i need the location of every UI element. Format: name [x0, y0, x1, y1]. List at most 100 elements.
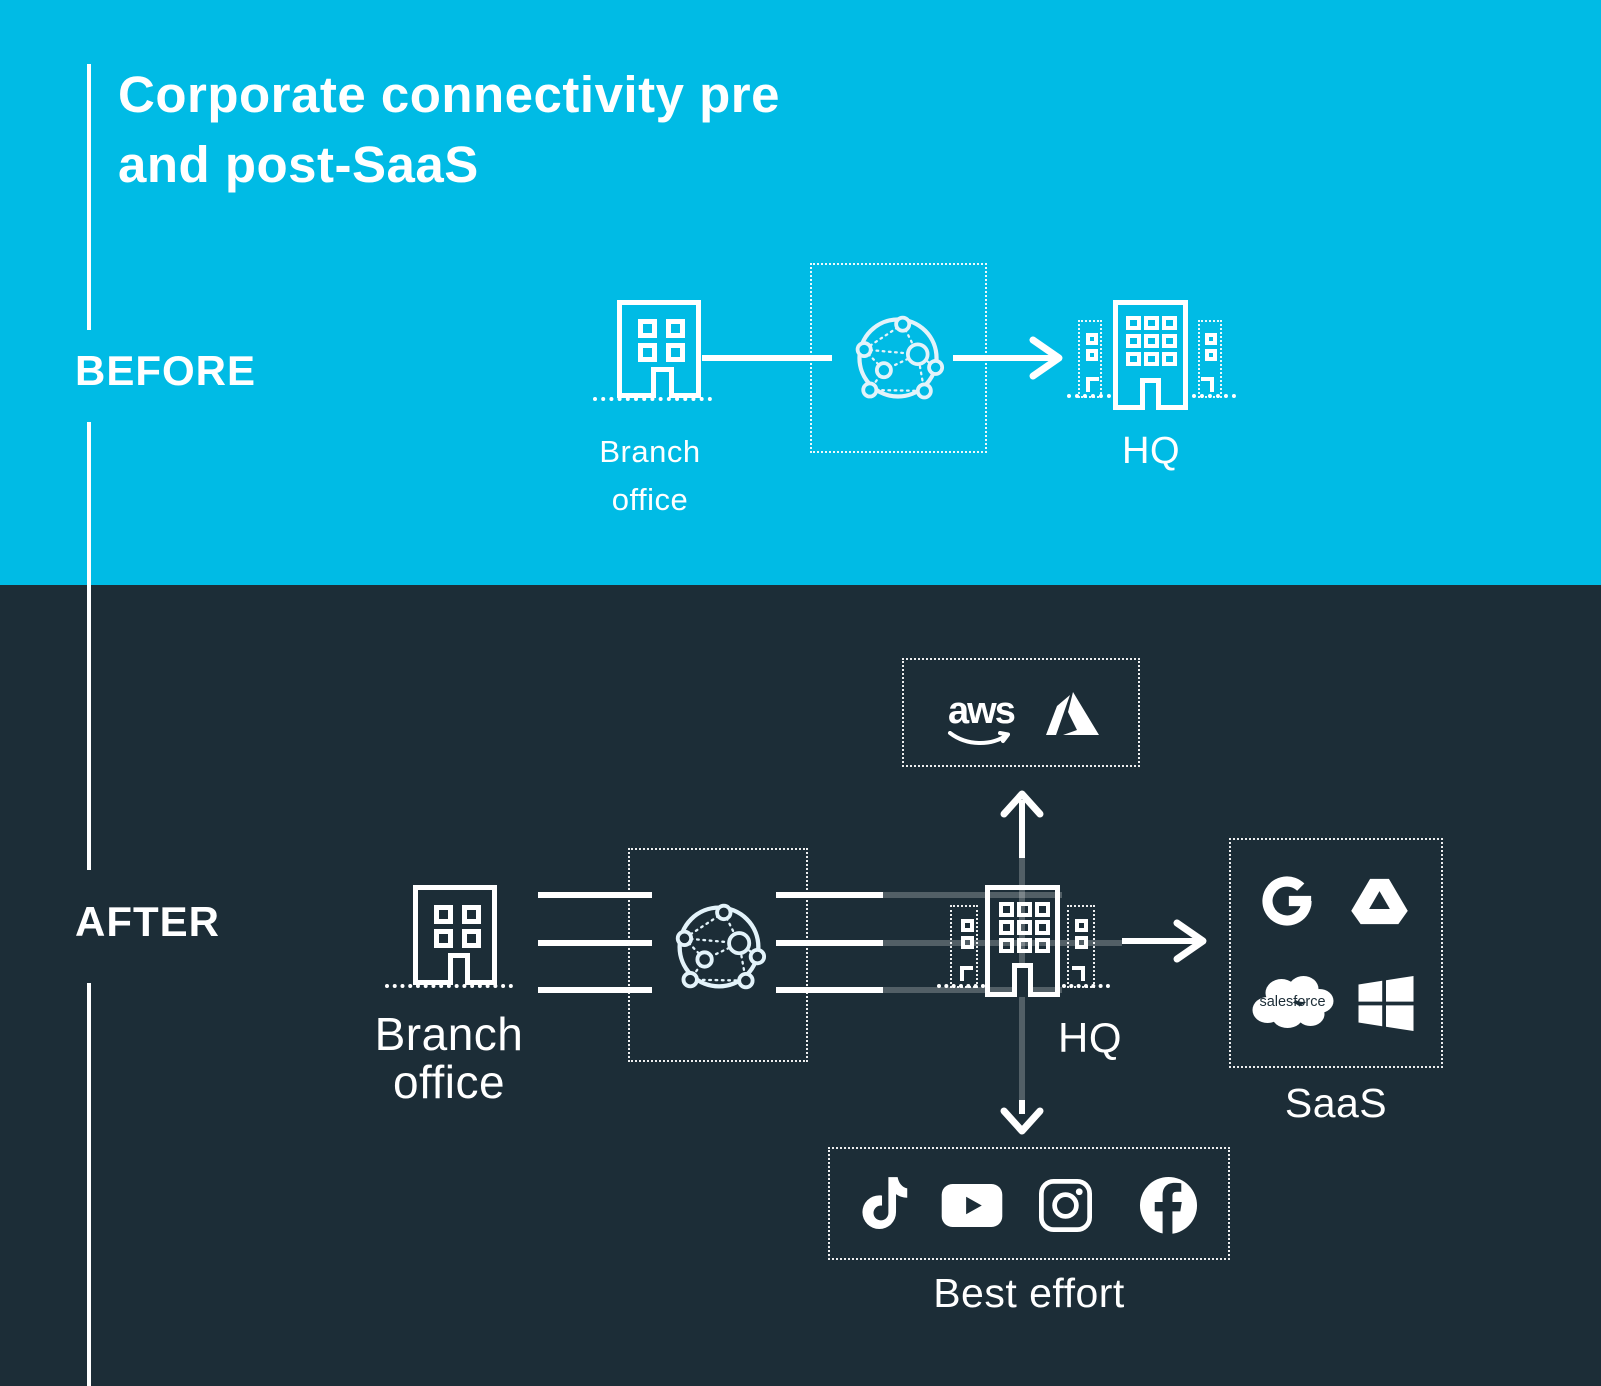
best-effort-label: Best effort: [933, 1270, 1125, 1316]
hq-right-wing: [1198, 320, 1222, 398]
dim-line: [883, 987, 1062, 993]
youtube-icon: [941, 1184, 1003, 1227]
salesforce-icon: salesforce: [1249, 972, 1336, 1030]
arrow-down-icon: [1000, 1107, 1044, 1135]
window: [1086, 349, 1098, 361]
window: [999, 938, 1014, 953]
ground-dots: [1192, 394, 1236, 398]
window: [462, 905, 481, 924]
window: [1126, 316, 1141, 330]
left-rule-segment-2: [87, 422, 91, 870]
window: [999, 902, 1014, 917]
window: [1126, 352, 1141, 366]
door: [448, 953, 470, 985]
window: [1035, 902, 1050, 917]
before-hq-icon: [1113, 300, 1188, 410]
window: [1017, 938, 1032, 953]
saas-label: SaaS: [1284, 1080, 1388, 1126]
ground-dots: [1062, 984, 1110, 988]
ground-dots: [385, 984, 513, 988]
window: [999, 920, 1014, 935]
before-label: BEFORE: [75, 347, 257, 394]
window: [1205, 333, 1217, 345]
connection-line: [702, 355, 832, 361]
window: [961, 936, 974, 949]
hq-left-wing: [950, 905, 978, 988]
connection-line: [538, 940, 652, 946]
corner-mark: [1201, 377, 1214, 392]
connection-line: [776, 987, 883, 993]
google-drive-icon: [1351, 877, 1408, 926]
window: [1144, 316, 1159, 330]
after-hq-label: HQ: [1058, 1014, 1122, 1061]
door: [1012, 963, 1033, 997]
aws-smile-icon: [948, 731, 1010, 745]
window: [434, 929, 453, 948]
left-rule-segment-1: [87, 64, 91, 330]
window: [1035, 920, 1050, 935]
arrow-line: [1122, 938, 1198, 944]
before-hq-label: HQ: [1122, 430, 1180, 472]
page-title-line1: Corporate connectivity pre: [118, 66, 780, 123]
ground-dots: [1067, 394, 1111, 398]
before-branch-office-icon: [617, 300, 701, 398]
arrow-line: [953, 355, 1053, 361]
window: [666, 343, 685, 362]
arrow-line: [1019, 800, 1025, 858]
window: [1162, 334, 1177, 348]
tiktok-icon: [858, 1176, 908, 1232]
door: [1140, 378, 1161, 410]
window: [1017, 920, 1032, 935]
window: [1017, 902, 1032, 917]
cloud-providers-dotted-box: [902, 658, 1140, 767]
window: [1075, 919, 1088, 932]
saas-dotted-box: [1229, 838, 1443, 1068]
before-branch-office-label: Branch office: [599, 434, 701, 517]
aws-icon: aws: [948, 690, 1016, 732]
ground-dots: [937, 984, 985, 988]
window: [666, 319, 685, 338]
after-branch-office-label: Branch office: [374, 1008, 524, 1108]
facebook-icon: [1139, 1176, 1198, 1235]
after-label: AFTER: [75, 898, 220, 945]
after-hq-icon: [985, 885, 1060, 997]
windows-icon: [1358, 976, 1414, 1031]
arrow-right-icon: [1029, 336, 1063, 380]
salesforce-wordmark: salesforce: [1259, 994, 1326, 1010]
connection-line: [776, 892, 883, 898]
azure-icon: [1043, 692, 1101, 738]
page-title-line2: and post-SaaS: [118, 136, 479, 193]
window: [1144, 334, 1159, 348]
window: [462, 929, 481, 948]
best-effort-dotted-box: [828, 1147, 1230, 1260]
left-rule-segment-3: [87, 983, 91, 1386]
connection-line: [538, 987, 652, 993]
page-title: Corporate connectivity pre and post-SaaS: [118, 60, 780, 200]
window: [434, 905, 453, 924]
google-icon: [1261, 875, 1313, 927]
ground-dots: [593, 397, 712, 401]
dim-line: [883, 892, 1062, 898]
window: [961, 919, 974, 932]
door: [651, 367, 674, 398]
hq-left-wing: [1078, 320, 1102, 398]
arrow-line: [1019, 1100, 1025, 1114]
network-dotted-box: [628, 848, 808, 1062]
window: [1205, 349, 1217, 361]
corner-mark: [1086, 377, 1099, 392]
instagram-icon: [1037, 1179, 1094, 1232]
window: [1162, 316, 1177, 330]
connection-line: [776, 940, 883, 946]
corner-mark: [1072, 966, 1085, 981]
arrow-up-icon: [1000, 790, 1044, 818]
window: [638, 319, 657, 338]
window: [1075, 936, 1088, 949]
window: [1035, 938, 1050, 953]
network-icon: [675, 903, 767, 990]
before-section-background: [0, 0, 1601, 585]
window: [1144, 352, 1159, 366]
connection-line: [538, 892, 652, 898]
window: [638, 343, 657, 362]
corner-mark: [960, 966, 973, 981]
